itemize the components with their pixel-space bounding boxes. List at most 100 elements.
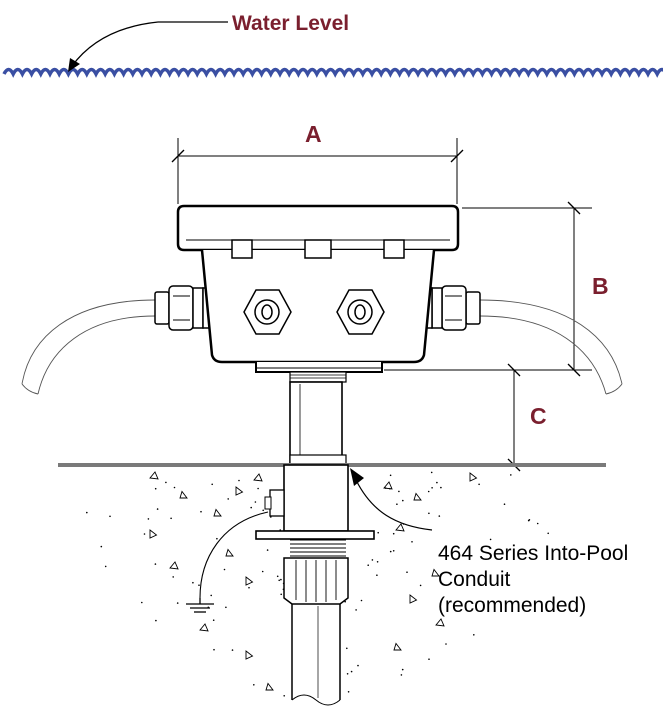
concrete-aggregate-mark [383, 481, 393, 490]
ground-connection [186, 511, 269, 613]
dimension-a-tick-right [450, 149, 464, 163]
dimension-c: C [507, 363, 547, 472]
concrete-speck [248, 586, 250, 589]
concrete-speck [355, 609, 357, 611]
water-level-group: Water Level [2, 12, 663, 78]
concrete-aggregate-mark [149, 529, 158, 539]
cable-left-end [21, 383, 39, 395]
concrete-speck [211, 483, 213, 486]
concrete-aggregate-mark [225, 548, 234, 557]
concrete-speck [440, 486, 442, 489]
concrete-speck [346, 647, 348, 650]
concrete-aggregate-mark [469, 472, 478, 482]
concrete-aggregate-mark [149, 471, 159, 480]
concrete-speck [489, 538, 492, 541]
concrete-speck [100, 545, 103, 548]
concrete-speck [86, 511, 88, 514]
concrete-aggregate-mark [213, 508, 222, 517]
concrete-speck [360, 599, 363, 602]
concrete-speck [436, 481, 438, 484]
dimension-a-label: A [305, 121, 322, 147]
concrete-speck [350, 670, 353, 673]
concrete-speck [223, 568, 226, 571]
concrete-speck [104, 565, 107, 568]
concrete-speck [427, 490, 430, 493]
water-surface-wave [2, 67, 663, 78]
concrete-speck [510, 474, 512, 476]
cable-gland-right [421, 285, 481, 331]
concrete-speck [411, 541, 413, 543]
conduit-fitting-ribs [295, 560, 337, 602]
dimension-c-tick-top [507, 363, 521, 377]
conduit-callout-arrowhead [350, 468, 364, 486]
dimension-b-tick-bottom [567, 363, 581, 377]
conduit-callout: 464 Series Into-Pool Conduit (recommende… [350, 468, 628, 617]
concrete-speck [384, 487, 387, 489]
concrete-speck [400, 674, 403, 676]
concrete-speck [377, 531, 380, 534]
concrete-speck [536, 522, 539, 525]
concrete-aggregate-mark [409, 594, 418, 604]
junction-box-lid-tab-right [383, 239, 405, 259]
concrete-speck [401, 668, 404, 671]
concrete-speck [280, 593, 283, 596]
concrete-speck [438, 515, 441, 517]
concrete-speck [143, 533, 146, 535]
concrete-speck [266, 549, 269, 551]
concrete-speck [156, 508, 159, 510]
concrete-speck [261, 570, 264, 573]
concrete-speck [445, 643, 447, 645]
junction-box-body [200, 249, 436, 364]
concrete-speck [198, 584, 200, 586]
concrete-speck [283, 695, 286, 697]
cables [21, 299, 623, 395]
bonding-lug [269, 489, 285, 517]
concrete-speck [147, 518, 150, 520]
junction-box-lid [176, 204, 460, 252]
concrete-speck [371, 559, 374, 561]
concrete-speck [392, 532, 395, 535]
concrete-speck [478, 483, 480, 486]
concrete-aggregate-mark [179, 490, 188, 499]
concrete-speck [428, 512, 430, 515]
conduit-thread-lower [290, 539, 346, 557]
junction-box-base [255, 362, 383, 373]
concrete-aggregate-mark [413, 492, 422, 501]
cable-right [479, 299, 623, 395]
dimension-c-label: C [530, 403, 547, 429]
conduit-pipe [289, 371, 347, 466]
concrete-speck [257, 487, 259, 490]
concrete-texture [86, 471, 549, 697]
thread-top [289, 371, 347, 383]
concrete-speck [225, 606, 227, 609]
water-level-leader-curve [71, 21, 159, 67]
water-level-label: Water Level [232, 12, 349, 35]
concrete-speck [216, 537, 218, 540]
into-pool-conduit [255, 464, 375, 706]
concrete-speck [430, 471, 433, 474]
concrete-speck [357, 664, 359, 667]
concrete-aggregate-mark [199, 623, 209, 632]
concrete-speck [528, 519, 531, 521]
concrete-aggregate-mark [435, 618, 445, 627]
concrete-speck [428, 658, 430, 660]
conduit-callout-line-2: Conduit [438, 568, 511, 591]
concrete-speck [396, 503, 398, 506]
concrete-speck [141, 601, 143, 604]
concrete-aggregate-mark [395, 523, 405, 532]
concrete-speck [238, 479, 240, 482]
concrete-speck [389, 474, 392, 477]
conduit-housing [283, 464, 349, 532]
conduit-callout-leader [355, 479, 433, 531]
concrete-speck [192, 581, 194, 584]
concrete-speck [367, 564, 370, 566]
concrete-aggregate-mark [431, 568, 440, 577]
junction-box-lid-tab-center [304, 239, 332, 259]
junction-box-lid-tab-left [231, 239, 253, 259]
concrete-speck [262, 509, 265, 512]
concrete-speck [547, 532, 549, 535]
concrete-speck [210, 594, 212, 597]
conduit-pipe-body [289, 381, 343, 465]
hex-nut-left-hole [261, 304, 273, 320]
concrete-speck [419, 584, 422, 587]
